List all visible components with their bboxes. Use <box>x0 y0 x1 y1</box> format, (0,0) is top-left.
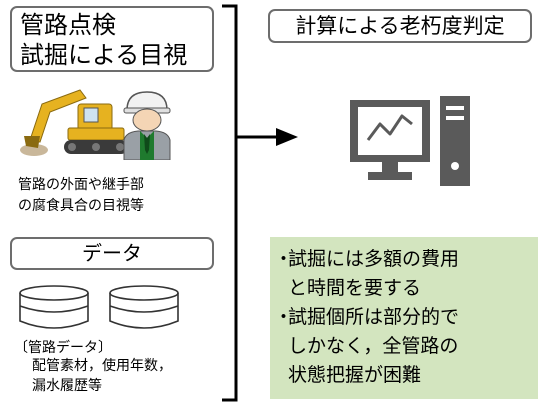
issue-line: 状態把握が困難 <box>288 364 422 386</box>
issues-box: ・ 試掘には多額の費用 と時間を要する ・ 試掘個所は部分的で しかなく，全管路… <box>270 237 538 399</box>
inspection-title-box: 管路点検 試掘による目視 <box>10 6 214 72</box>
inspection-description-line-2: の腐食具合の目視等 <box>18 198 144 214</box>
issue-line: と時間を要する <box>288 277 422 299</box>
data-label-box: データ <box>10 237 214 270</box>
data-detail-line-2: 漏水履歴等 <box>32 378 102 394</box>
database-icon <box>109 285 179 329</box>
issue-line: しかなく，全管路の <box>288 335 459 357</box>
excavator-icon <box>20 89 128 156</box>
data-detail-line-1: 配管素材，使用年数， <box>32 358 172 374</box>
data-details: 配管素材，使用年数， 漏水履歴等 <box>32 356 172 396</box>
data-header: 〔管路データ〕 <box>14 340 112 356</box>
inspection-title-line-1: 管路点検 <box>20 11 116 39</box>
inspection-description-line-1: 管路の外面や継手部 <box>18 177 144 193</box>
bullet-marker: ・ <box>274 248 294 270</box>
issue-line: 試掘個所は部分的で <box>288 306 460 328</box>
database-icon <box>19 285 89 329</box>
worker-icon <box>123 91 171 160</box>
computer-icon <box>350 96 470 186</box>
inspection-description: 管路の外面や継手部 の腐食具合の目視等 <box>18 175 218 217</box>
inspection-title-line-2: 試掘による目視 <box>20 41 188 69</box>
evaluation-title-box: 計算による老朽度判定 <box>268 9 532 43</box>
data-label: データ <box>82 241 142 265</box>
arrow-right-icon <box>276 128 298 146</box>
issue-line: 試掘には多額の費用 <box>288 248 460 270</box>
bullet-marker: ・ <box>274 306 294 328</box>
issue-item: ・ 試掘には多額の費用 と時間を要する <box>274 245 534 303</box>
evaluation-title: 計算による老朽度判定 <box>295 14 505 38</box>
bracket-connector <box>222 4 280 402</box>
issue-item: ・ 試掘個所は部分的で しかなく，全管路の 状態把握が困難 <box>274 303 534 390</box>
